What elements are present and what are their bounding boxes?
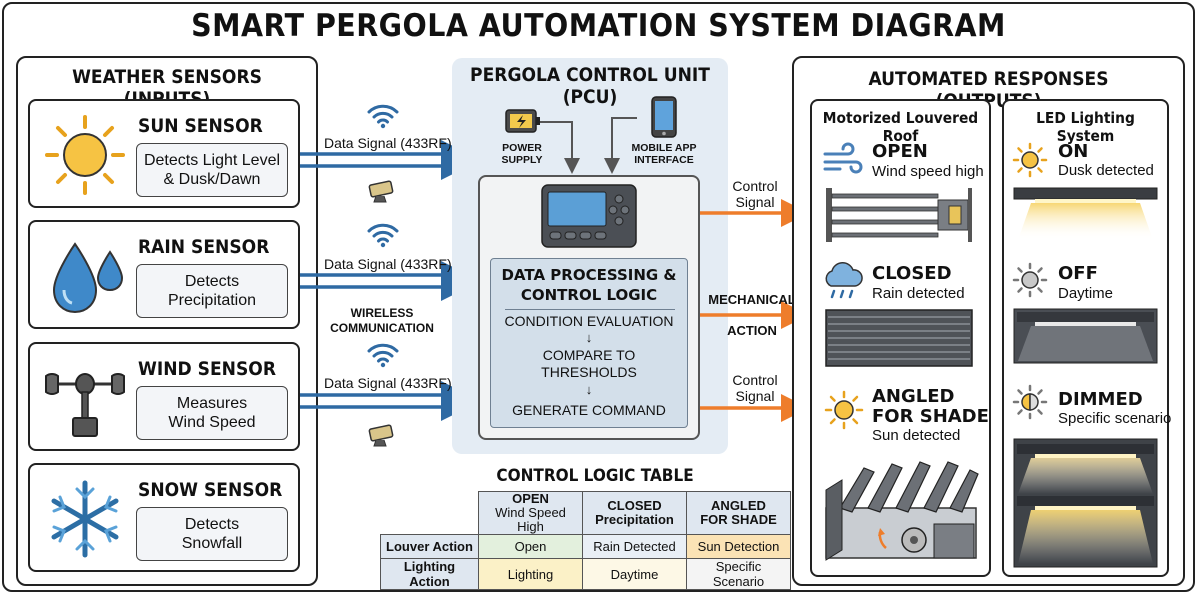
table-cell: Specific Scenario [686, 558, 791, 590]
control-logic-title: DATA PROCESSING &CONTROL LOGIC [501, 266, 677, 304]
logic-step-generate: GENERATE COMMAND [512, 402, 666, 418]
roof-closed-louvers [825, 309, 973, 367]
led-off-desc: Daytime [1058, 285, 1114, 302]
mechanical-action-label: MECHANICAL [708, 292, 796, 307]
logic-divider [505, 309, 675, 310]
half-sun-icon [1012, 384, 1048, 420]
roof-open-name: OPEN [872, 141, 928, 162]
smartphone-icon [651, 96, 677, 138]
diagram-title: SMART PERGOLA AUTOMATION SYSTEM DIAGRAM [191, 8, 1006, 44]
table-cell: Daytime [582, 558, 687, 590]
sun-sensor-desc: Detects Light Level& Dusk/Dawn [136, 143, 288, 197]
mechanical-action-label-2: ACTION [727, 323, 777, 338]
led-on-name: ON [1058, 141, 1089, 162]
raindrops-icon [52, 242, 124, 314]
wind-signal-label: Data Signal (433RF) [324, 375, 452, 391]
table-row-label: Lighting Action [380, 558, 479, 590]
sun-icon [824, 390, 864, 430]
table-row-label: Louver Action [380, 534, 479, 559]
control-logic-box: DATA PROCESSING &CONTROL LOGIC CONDITION… [490, 258, 688, 428]
logic-step-evaluate: CONDITION EVALUATION [504, 313, 674, 329]
sun-icon [45, 115, 125, 195]
sun-signal-label: Data Signal (433RF) [324, 135, 452, 151]
led-off-name: OFF [1058, 263, 1098, 284]
led-off-light [1013, 308, 1158, 364]
table-cell: Lighting [478, 558, 583, 590]
wifi-icon [367, 223, 399, 248]
snow-sensor-name: SNOW SENSOR [138, 479, 283, 501]
logic-arrow-icon: ↓ [585, 382, 593, 397]
battery-icon [505, 109, 540, 133]
rain-cloud-icon [825, 262, 863, 299]
control-panel-display [541, 184, 637, 248]
roof-angled-desc: Sun detected [872, 427, 961, 444]
sun-sensor-name: SUN SENSOR [138, 115, 263, 137]
wifi-icon [367, 343, 399, 368]
table-cell: Rain Detected [582, 534, 687, 559]
wind-icon [823, 142, 863, 174]
control-logic-table-title: CONTROL LOGIC TABLE [496, 466, 694, 486]
wind-sensor-name: WIND SENSOR [138, 358, 277, 380]
wifi-icon [367, 104, 399, 129]
sun-on-icon [1012, 142, 1048, 178]
snowflake-icon [51, 480, 119, 558]
transmitter-icon [368, 180, 394, 203]
rain-sensor-name: RAIN SENSOR [138, 236, 270, 258]
anemometer-icon [45, 373, 125, 437]
roof-closed-desc: Rain detected [872, 285, 965, 302]
pcu-title: PERGOLA CONTROL UNIT (PCU) [470, 64, 710, 108]
transmitter-icon [368, 424, 394, 447]
led-dimmed-name: DIMMED [1058, 389, 1143, 410]
roof-closed-name: CLOSED [872, 263, 952, 284]
led-on-light [1013, 187, 1158, 240]
roof-angled-louvers [825, 461, 979, 561]
rain-signal-label: Data Signal (433RF) [324, 256, 452, 272]
table-row: Louver Action Open Rain Detected Sun Det… [380, 534, 791, 559]
sun-sensor-card: SUN SENSOR Detects Light Level& Dusk/Daw… [28, 99, 300, 208]
roof-open-desc: Wind speed high [872, 163, 984, 180]
led-dimmed-light [1013, 438, 1158, 568]
table-cell: Open [478, 534, 583, 559]
roof-open-louvers [826, 188, 972, 242]
logic-arrow-icon: ↓ [585, 330, 593, 345]
led-lighting-title: LED Lighting System [1036, 109, 1135, 145]
table-cell: Sun Detection [686, 534, 791, 559]
sun-off-icon [1012, 262, 1048, 298]
table-row: Lighting Action Lighting Daytime Specifi… [380, 558, 791, 590]
led-dimmed-desc: Specific scenario [1058, 410, 1172, 427]
louvered-roof-title: Motorized Louvered Roof [822, 109, 979, 145]
led-on-desc: Dusk detected [1058, 162, 1154, 179]
